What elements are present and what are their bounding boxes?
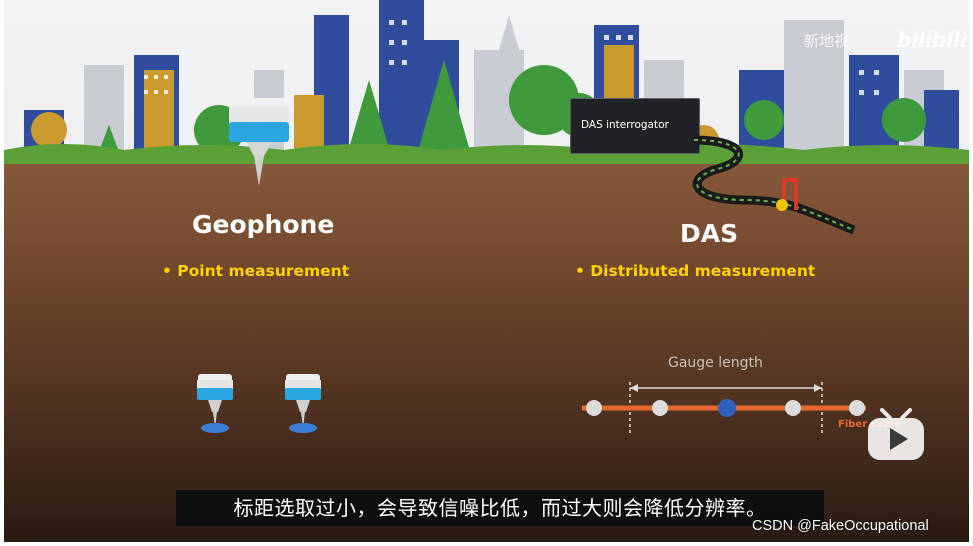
geophone-sensor-icon <box>194 372 236 438</box>
das-interrogator-label: DAS interrogator <box>581 119 669 131</box>
play-icon <box>864 406 928 462</box>
das-bullet: • Distributed measurement <box>575 262 815 280</box>
geophone-title: Geophone <box>192 210 334 239</box>
video-frame[interactable]: DAS interrogator 新地视 bilibili Geophone •… <box>4 0 969 542</box>
bilibili-logo: bilibili <box>897 28 967 52</box>
page-bottom-border <box>0 542 973 546</box>
geophone-sensor-icon <box>226 96 292 188</box>
geophone-bullet: • Point measurement <box>162 262 349 280</box>
play-button[interactable] <box>864 406 928 462</box>
gauge-length-diagram <box>574 378 874 438</box>
channel-watermark: 新地视 <box>804 30 849 51</box>
csdn-watermark: CSDN @FakeOccupational <box>752 518 929 534</box>
video-subtitle: 标距选取过小，会导致信噪比低，而过大则会降低分辨率。 <box>176 490 824 526</box>
geophone-sensor-icon <box>282 372 324 438</box>
das-interrogator-box: DAS interrogator <box>570 98 700 154</box>
das-title: DAS <box>680 219 738 248</box>
gauge-length-label: Gauge length <box>668 355 763 371</box>
